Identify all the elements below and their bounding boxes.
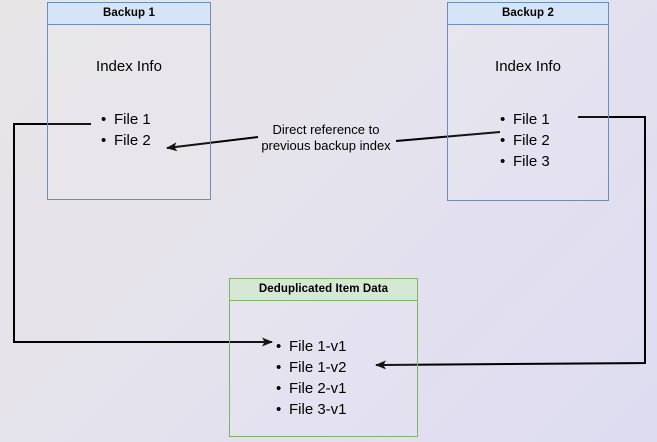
backup-2-file-list: File 1 File 2 File 3 [500, 109, 550, 172]
backup-2-body: Index Info File 1 File 2 File 3 [448, 25, 608, 200]
backup-2-header: Backup 2 [448, 3, 608, 25]
backup-1-body: Index Info File 1 File 2 [48, 25, 210, 199]
backup-1-box[interactable]: Backup 1 Index Info File 1 File 2 [47, 2, 211, 200]
list-item: File 2 [500, 130, 550, 151]
backup-1-header: Backup 1 [48, 3, 210, 25]
list-item: File 2 [101, 130, 151, 151]
list-item: File 1-v2 [276, 357, 347, 378]
deduplicated-item-data-header: Deduplicated Item Data [230, 279, 417, 301]
direct-reference-note-line-1: Direct reference to [272, 122, 380, 137]
backup-1-index-label: Index Info [96, 58, 162, 75]
backup-2-index-label: Index Info [495, 58, 561, 75]
direct-reference-note-line-2: previous backup index [261, 138, 391, 153]
backup-1-file-list: File 1 File 2 [101, 109, 151, 151]
list-item: File 3 [500, 151, 550, 172]
list-item: File 2-v1 [276, 378, 347, 399]
dedup-file-list: File 1-v1 File 1-v2 File 2-v1 File 3-v1 [276, 336, 347, 420]
direct-reference-note: Direct reference to previous backup inde… [251, 122, 401, 154]
list-item: File 1-v1 [276, 336, 347, 357]
deduplicated-item-data-body: File 1-v1 File 1-v2 File 2-v1 File 3-v1 [230, 301, 417, 436]
backup-2-box[interactable]: Backup 2 Index Info File 1 File 2 File 3 [447, 2, 609, 201]
deduplicated-item-data-box[interactable]: Deduplicated Item Data File 1-v1 File 1-… [229, 278, 418, 437]
list-item: File 3-v1 [276, 399, 347, 420]
list-item: File 1 [500, 109, 550, 130]
list-item: File 1 [101, 109, 151, 130]
